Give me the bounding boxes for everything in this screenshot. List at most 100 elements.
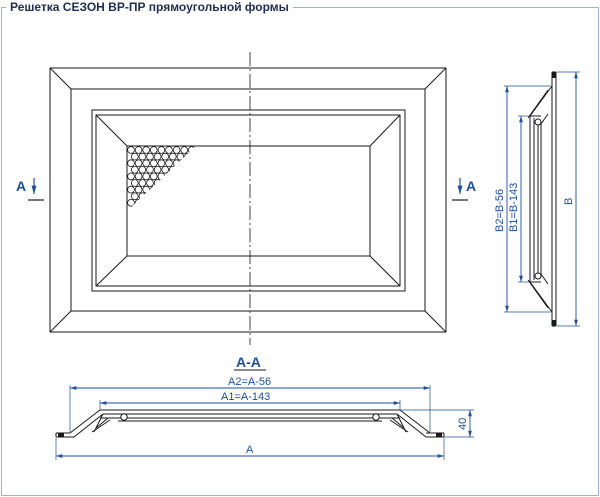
perforation-hole — [142, 159, 151, 168]
perforation-hole — [128, 213, 135, 220]
perforation-hole — [131, 166, 139, 174]
perforation-hole — [191, 179, 196, 187]
perforation-hole — [184, 152, 192, 161]
dim-a2: А2=А-56 — [69, 376, 431, 432]
dim-b2: В2=В-56 — [494, 85, 551, 313]
perforation-hole — [207, 153, 214, 160]
perforation-hole — [165, 199, 173, 207]
perforation-hole — [138, 179, 147, 187]
perforation-hole — [169, 205, 177, 212]
perforation-hole — [157, 185, 166, 194]
perforation-hole — [180, 199, 189, 207]
side-screw-top — [534, 118, 542, 126]
section-mark-left-label: А — [16, 178, 26, 194]
perforation-hole — [157, 146, 166, 154]
dim-a1: А1=А-143 — [99, 391, 401, 410]
perforation-hole — [176, 205, 185, 212]
perforation-hole — [176, 152, 185, 161]
screw-right — [372, 413, 380, 421]
perforation-hole — [131, 192, 139, 201]
perforation-hole — [169, 166, 177, 174]
perforation-hole — [207, 166, 214, 173]
perforation-hole — [181, 213, 188, 220]
perforation-hole — [180, 146, 189, 154]
perforation-hole — [207, 206, 214, 213]
perforation-hole — [180, 159, 189, 168]
perforation-hole — [195, 185, 196, 194]
perforation-hole — [142, 185, 151, 194]
side-flange-tip-bottom — [552, 320, 556, 326]
perforation-hole — [172, 199, 181, 207]
perforation-hole — [204, 160, 211, 167]
flange-tip-right — [436, 433, 442, 437]
dim-b1-label: В1=В-143 — [508, 183, 520, 232]
perforation-hole — [134, 146, 143, 154]
side-flange-tip-top — [552, 72, 556, 78]
perforation-hole — [195, 159, 196, 168]
perforation-hole — [150, 172, 158, 181]
perforation-hole — [204, 213, 211, 220]
section-profile — [55, 409, 445, 438]
perforation-hole — [138, 205, 147, 212]
dim-a-label: А — [246, 444, 254, 456]
perforation-hole — [166, 213, 173, 220]
perforation-hole — [172, 185, 181, 194]
perforation-hole — [143, 213, 150, 220]
perforation-hole — [188, 199, 196, 207]
perforation-hole — [191, 192, 196, 201]
perforation-hole — [146, 192, 154, 201]
perforation-hole — [134, 172, 143, 181]
perforation-hole — [146, 152, 154, 161]
perforation-hole — [204, 186, 211, 193]
perforation-hole — [188, 213, 195, 220]
perforation-hole — [200, 206, 207, 213]
perforation-hole — [127, 146, 135, 154]
dim-a1-label: А1=А-143 — [221, 391, 270, 403]
perforation-hole — [165, 159, 173, 168]
perforation-hole — [131, 152, 139, 161]
perforation-hole — [146, 205, 154, 212]
perforation-hole — [153, 192, 162, 201]
perforation-pattern — [127, 146, 214, 220]
perforation-hole — [172, 159, 181, 168]
perforation-hole — [195, 172, 196, 181]
perforation-hole — [153, 179, 162, 187]
side-screw-bottom — [534, 272, 542, 280]
dim-height-label: 40 — [457, 418, 469, 430]
perforation-hole — [127, 172, 135, 181]
perforation-hole — [204, 173, 211, 180]
perforation-hole — [150, 199, 158, 207]
section-mark-right-label: А — [466, 178, 476, 194]
perforation-hole — [207, 193, 214, 200]
perforation-hole — [134, 185, 143, 194]
perforation-hole — [169, 179, 177, 187]
perforation-hole — [157, 172, 166, 181]
perforation-hole — [127, 199, 135, 207]
perforation-hole — [169, 192, 177, 201]
perforation-hole — [200, 180, 207, 187]
dim-height: 40 — [400, 409, 474, 438]
perforation-hole — [173, 213, 180, 220]
perforation-hole — [153, 166, 162, 174]
perforation-hole — [131, 205, 139, 212]
flange-tip-left — [58, 433, 64, 437]
perforation-hole — [150, 213, 157, 220]
page-title: Решетка СЕЗОН ВР-ПР прямоугольной формы — [6, 0, 293, 14]
perforation-hole — [176, 179, 185, 187]
perforation-hole — [176, 192, 185, 201]
section-title: А-А — [236, 354, 261, 370]
perforation-hole — [184, 179, 192, 187]
section-mark-right: А — [452, 178, 476, 201]
perforation-hole — [196, 213, 203, 220]
perforation-hole — [146, 166, 154, 174]
perforation-hole — [184, 192, 192, 201]
perforation-hole — [191, 205, 196, 212]
perforation-hole — [176, 166, 185, 174]
perforation-hole — [142, 146, 151, 154]
perforation-hole — [157, 199, 166, 207]
side-view — [527, 71, 557, 327]
perforation-hole — [161, 166, 170, 174]
perforation-hole — [142, 199, 151, 207]
perforation-hole — [131, 179, 139, 187]
perforation-hole — [134, 159, 143, 168]
